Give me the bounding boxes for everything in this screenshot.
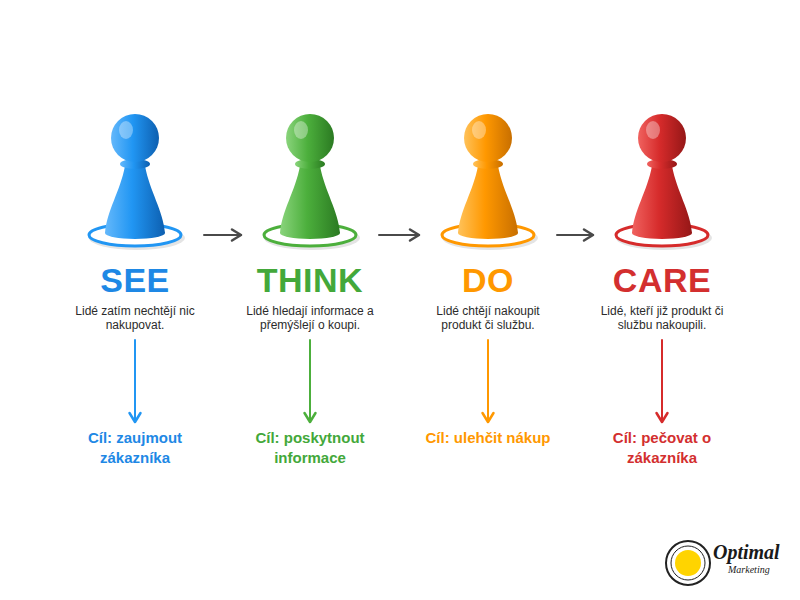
- arrow-head: [130, 413, 141, 422]
- stage-heading: SEE: [70, 260, 200, 300]
- arrow-line: [557, 234, 593, 236]
- arrow-line: [309, 340, 311, 422]
- flow-arrow: [557, 230, 593, 241]
- pawn-orange: [442, 114, 538, 250]
- stage-node: DO Lidé chtějí nakoupit produkt či službu…: [423, 100, 553, 332]
- stage-heading: CARE: [597, 260, 727, 300]
- stage-heading: THINK: [245, 260, 375, 300]
- arrow-head: [584, 230, 593, 241]
- goal-text: Cíl: poskytnout informace: [246, 428, 374, 468]
- stage-description: Lidé, kteří již produkt či službu nakoup…: [597, 304, 727, 332]
- arrow-head: [305, 413, 316, 422]
- stage-node: SEE Lidé zatím nechtějí nic nakupovat.: [70, 100, 200, 332]
- stage-heading: DO: [423, 260, 553, 300]
- stage-description: Lidé zatím nechtějí nic nakupovat.: [70, 304, 200, 332]
- goal-arrow: [305, 340, 316, 422]
- arrow-line: [487, 340, 489, 422]
- goal-node: Cíl: pečovat o zákazníka: [598, 428, 726, 468]
- stage-node: THINK Lidé hledají informace a přemýšlejí…: [245, 100, 375, 332]
- arrow-line: [134, 340, 136, 422]
- goal-arrow: [657, 340, 668, 422]
- pawn-red: [616, 114, 712, 250]
- goal-text: Cíl: pečovat o zákazníka: [598, 428, 726, 468]
- arrow-line: [379, 234, 419, 236]
- goal-text: Cíl: zaujmout zákazníka: [71, 428, 199, 468]
- arrow-head: [483, 413, 494, 422]
- logo-subtitle: Marketing: [728, 564, 770, 576]
- pawn-blue: [89, 114, 185, 250]
- arrow-head: [657, 413, 668, 422]
- flow-arrow: [379, 230, 419, 241]
- goal-arrow: [483, 340, 494, 422]
- goal-text: Cíl: ulehčit nákup: [424, 428, 552, 448]
- pawn-green: [264, 114, 360, 250]
- arrow-head: [232, 230, 241, 241]
- flow-arrow: [204, 230, 241, 241]
- stage-description: Lidé chtějí nakoupit produkt či službu.: [423, 304, 553, 332]
- arrow-line: [661, 340, 663, 422]
- arrow-head: [410, 230, 419, 241]
- goal-node: Cíl: poskytnout informace: [246, 428, 374, 468]
- goal-node: Cíl: ulehčit nákup: [424, 428, 552, 448]
- goal-arrow: [130, 340, 141, 422]
- arrow-line: [204, 234, 241, 236]
- logo-wordmark: Optimal: [713, 541, 780, 563]
- logo-symbol: [666, 541, 710, 585]
- goal-node: Cíl: zaujmout zákazníka: [71, 428, 199, 468]
- stage-node: CARE Lidé, kteří již produkt či službu na…: [597, 100, 727, 332]
- stage-description: Lidé hledají informace a přemýšlejí o ko…: [245, 304, 375, 332]
